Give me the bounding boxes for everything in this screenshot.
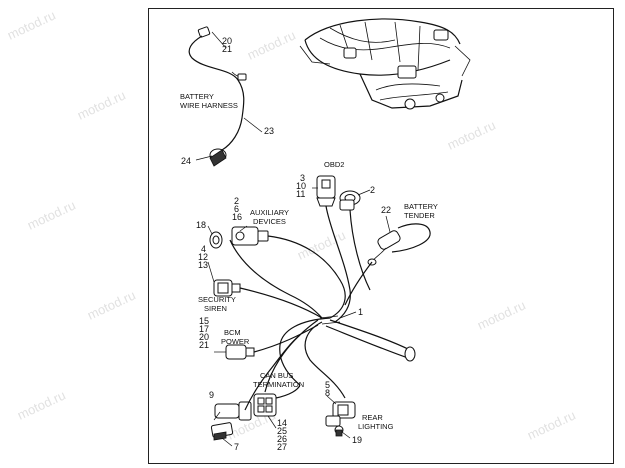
callout-number: 21 bbox=[222, 44, 232, 54]
callout-number: 2 bbox=[234, 196, 239, 206]
battery-tender-connector bbox=[367, 223, 431, 266]
callout-number: 6 bbox=[234, 204, 239, 214]
callout-number: 8 bbox=[325, 388, 330, 398]
label-security-siren: SIREN bbox=[204, 304, 227, 313]
watermark-text: motod.ru bbox=[445, 117, 498, 152]
callout-number: 27 bbox=[277, 442, 287, 452]
label-can-bus-termination: CAN BUS bbox=[260, 371, 293, 380]
watermark-text: motod.ru bbox=[5, 7, 58, 42]
battery-wire-harness bbox=[188, 26, 247, 167]
callout-number: 12 bbox=[198, 252, 208, 262]
label-auxiliary-devices: AUXILIARY bbox=[250, 208, 289, 217]
callout-number: 18 bbox=[196, 220, 206, 230]
callout-number: 11 bbox=[296, 189, 305, 199]
main-harness-wires bbox=[229, 205, 416, 411]
watermark-text: motod.ru bbox=[475, 297, 528, 332]
callout-number: 3 bbox=[300, 173, 305, 183]
callout-number: 15 bbox=[199, 316, 209, 326]
watermark-text: motod.ru bbox=[525, 407, 578, 442]
label-battery-wire-harness: BATTERY bbox=[180, 92, 214, 101]
security-siren-connector bbox=[213, 279, 241, 297]
callout-number: 17 bbox=[199, 324, 209, 334]
callout-number: 1 bbox=[358, 307, 363, 317]
cap-part-18 bbox=[209, 231, 223, 249]
watermark-text: motod.ru bbox=[85, 287, 138, 322]
diagram-frame bbox=[148, 8, 614, 464]
callout-number: 25 bbox=[277, 426, 287, 436]
callout-number: 13 bbox=[198, 260, 208, 270]
label-battery-wire-harness: WIRE HARNESS bbox=[180, 101, 238, 110]
callout-number: 10 bbox=[296, 181, 306, 191]
label-rear-lighting: REAR bbox=[362, 413, 383, 422]
watermark-text: motod.ru bbox=[15, 387, 68, 422]
obd2-connector bbox=[316, 175, 361, 211]
callout-number: 9 bbox=[209, 390, 214, 400]
callout-number: 7 bbox=[234, 442, 239, 452]
auxiliary-devices-connector bbox=[231, 226, 269, 246]
leader-lines bbox=[195, 31, 391, 447]
callout-number: 16 bbox=[232, 212, 242, 222]
label-bcm-power: BCM bbox=[224, 328, 241, 337]
label-battery-tender: TENDER bbox=[404, 211, 435, 220]
callout-number: 2 bbox=[370, 185, 375, 195]
label-bcm-power: POWER bbox=[221, 337, 250, 346]
callout-number: 24 bbox=[181, 156, 191, 166]
callout-number: 26 bbox=[277, 434, 287, 444]
label-obd2: OBD2 bbox=[324, 160, 344, 169]
callout-number: 19 bbox=[352, 435, 362, 445]
callout-number: 5 bbox=[325, 380, 330, 390]
callout-number: 21 bbox=[199, 340, 209, 350]
watermark-text: motod.ru bbox=[75, 87, 128, 122]
label-auxiliary-devices: DEVICES bbox=[253, 217, 286, 226]
can-bus-connectors bbox=[210, 393, 277, 441]
watermark-text: motod.ru bbox=[245, 27, 298, 62]
callout-number: 20 bbox=[222, 36, 232, 46]
callout-number: 4 bbox=[201, 244, 206, 254]
rear-lighting-connectors bbox=[325, 401, 356, 437]
callout-number: 23 bbox=[264, 126, 274, 136]
callout-number: 20 bbox=[199, 332, 209, 342]
motorcycle-frame-illustration bbox=[299, 18, 471, 110]
callout-number: 22 bbox=[381, 205, 391, 215]
label-security-siren: SECURITY bbox=[198, 295, 236, 304]
watermark-text: motod.ru bbox=[25, 197, 78, 232]
bcm-power-connector bbox=[225, 344, 255, 360]
label-can-bus-termination: TERMINATION bbox=[253, 380, 304, 389]
callout-number: 14 bbox=[277, 418, 287, 428]
label-battery-tender: BATTERY bbox=[404, 202, 438, 211]
label-rear-lighting: LIGHTING bbox=[358, 422, 394, 431]
